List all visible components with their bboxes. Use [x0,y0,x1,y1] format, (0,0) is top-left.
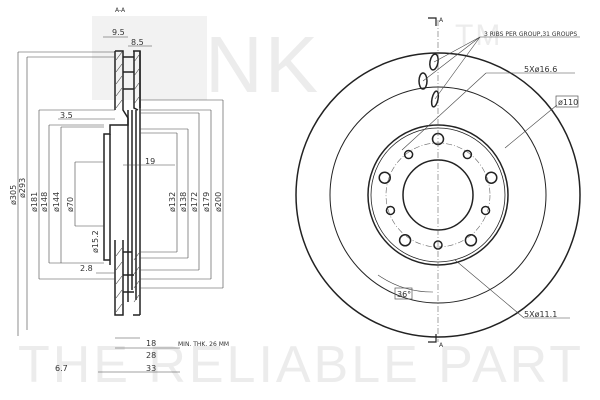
dim-8-5: 8.5 [131,38,144,47]
small-hole [462,149,473,160]
section-title: A-A [115,7,126,14]
dim-d144: ø144 [52,192,61,212]
dim-33: 33 [146,364,156,373]
section-view: A-A 9. [9,7,229,373]
ribs-note: 3 RIBS PER GROUP,31 GROUPS [484,31,577,38]
dim-9-5: 9.5 [112,28,125,37]
dim-18: 18 [146,339,156,348]
watermark: NK TM THE RELIABLE PART [18,16,583,394]
dim-6-7: 6.7 [55,364,68,373]
dim-hat-wall: 2.8 [80,264,93,273]
dim-d200: ø200 [214,192,223,212]
bolt-hole [378,171,391,184]
bolt-hole [398,234,412,247]
pcd-label: ø110 [558,98,578,107]
min-thickness-note: MIN. THK. 26 MM [178,341,229,348]
watermark-slogan: THE RELIABLE PART [18,336,583,394]
bolt-holes-label: 5Xø16.6 [524,65,557,74]
section-marker-bottom: A [439,342,444,349]
small-holes-label: 5Xø11.1 [524,310,557,319]
dim-d138: ø138 [179,192,188,212]
dim-d148: ø148 [40,192,49,212]
dim-d179: ø179 [202,192,211,212]
dim-d305: ø305 [9,185,18,205]
dim-d132: ø132 [168,192,177,212]
front-view: A A 3 RIBS PER GROUP,31 GROUPS 5Xø16.6 ø… [295,17,581,349]
dim-d70: ø70 [66,197,75,212]
logo-block [92,16,207,100]
dim-d293: ø293 [18,178,27,198]
dim-d181: ø181 [30,192,39,212]
bolt-hole [485,171,498,184]
dim-hat-step: 3.5 [60,111,73,120]
watermark-logo: NK [205,20,320,109]
small-hole [403,149,414,160]
dim-d172: ø172 [190,192,199,212]
section-marker-top: A [439,17,444,24]
angle-label: 36° [397,290,411,299]
dim-hub-depth: 19 [145,157,155,166]
small-hole [480,205,491,216]
bolt-hole [464,234,478,247]
small-hole [385,205,396,216]
dim-28: 28 [146,351,156,360]
dim-d15-2: ø15.2 [91,230,100,253]
